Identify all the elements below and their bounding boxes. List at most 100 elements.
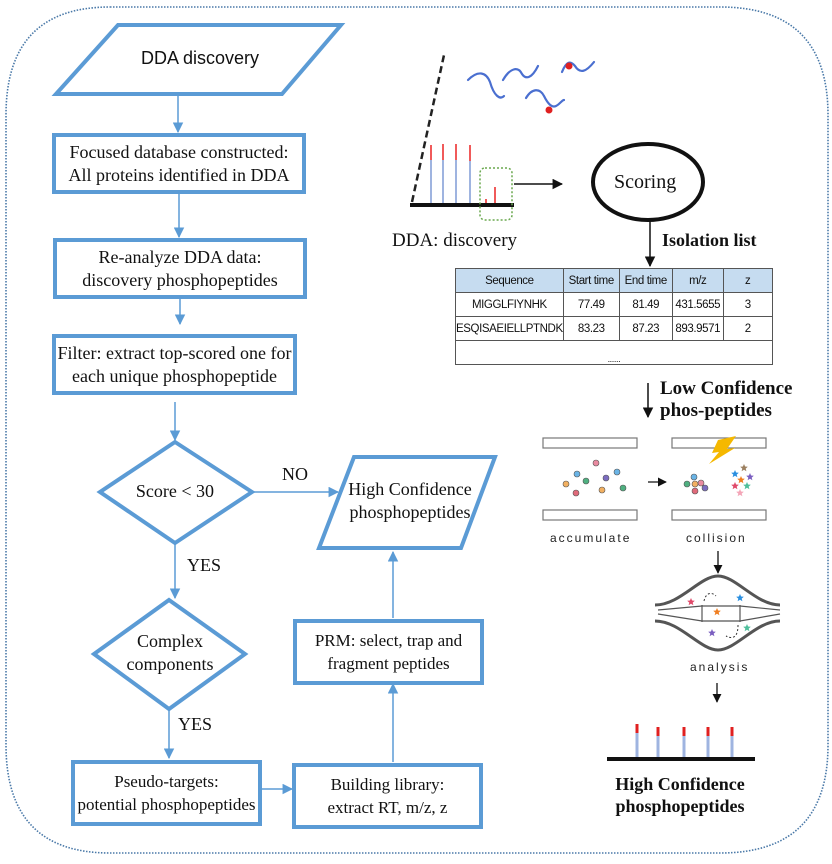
step-pseudo-line1: Pseudo-targets: <box>114 772 219 791</box>
trap-plate-bottom-accumulate <box>542 509 638 521</box>
low-confidence-line2: phos-peptides <box>660 400 772 421</box>
high-confidence-label: High Confidence phosphopeptides <box>340 478 480 524</box>
step-reanalyze-line1: Re-analyze DDA data: <box>98 246 262 267</box>
ion-particle <box>592 459 600 467</box>
high-confidence-parallelogram <box>316 455 498 550</box>
step-prm: PRM: select, trap and fragment peptides <box>293 619 484 685</box>
cell-ellipsis: ...... <box>455 340 773 365</box>
step-reanalyze-line2: discovery phosphopeptides <box>82 269 278 290</box>
trap-plate-bottom-collision <box>671 509 767 521</box>
cell-start-time: 83.23 <box>562 316 620 341</box>
ion-particle <box>573 470 581 478</box>
ion-particle <box>613 468 621 476</box>
fragment-star <box>687 598 695 606</box>
decision-score-label: Score < 30 <box>135 481 215 501</box>
high-confidence-line2: phosphopeptides <box>349 502 471 522</box>
step-filter-line1: Filter: extract top-scored one for <box>57 342 292 363</box>
col-sequence: Sequence <box>455 268 564 293</box>
phospho-site <box>545 106 553 114</box>
cell-start-time: 77.49 <box>562 292 620 317</box>
ion-particles <box>562 459 754 497</box>
cell-z: 2 <box>722 316 773 341</box>
dda-discovery-label: DDA: discovery <box>392 230 518 251</box>
step-filter-line2: each unique phosphopeptide <box>72 365 277 386</box>
step-reanalyze: Re-analyze DDA data: discovery phosphope… <box>53 238 307 299</box>
ion-particle <box>602 474 610 482</box>
collision-label: collision <box>686 531 747 545</box>
start-parallelogram <box>51 23 346 96</box>
yes-label-2: YES <box>178 714 213 734</box>
dda-spectrum-peaks <box>430 144 496 203</box>
step-prm-line2: fragment peptides <box>327 654 450 673</box>
step-focused-database-line1: Focused database constructed: <box>69 141 289 162</box>
table-header-row: Sequence Start time End time m/z z <box>455 268 773 293</box>
cell-sequence: ESQISAEIELLPTNDK <box>455 316 564 341</box>
col-z: z <box>722 268 773 293</box>
peptide-squiggles <box>466 60 596 108</box>
decision-complex-label: Complex components <box>110 630 230 676</box>
decision-complex-line2: components <box>126 654 214 674</box>
accumulate-label: accumulate <box>550 531 632 545</box>
ion-particle <box>619 484 627 492</box>
cell-mz: 893.9571 <box>671 316 724 341</box>
ion-particle <box>572 489 580 497</box>
table-row-ellipsis: ...... <box>455 340 773 365</box>
no-label: NO <box>282 464 308 484</box>
fragment-star <box>743 482 751 490</box>
fragment-star <box>746 473 754 481</box>
ion-particle <box>598 486 606 494</box>
ion-particle <box>701 484 709 492</box>
fragment-star <box>708 629 716 637</box>
analysis-label: analysis <box>690 660 750 674</box>
cell-mz: 431.5655 <box>671 292 724 317</box>
fragment-star <box>743 624 751 632</box>
ion-particle <box>691 480 699 488</box>
fragment-star <box>737 476 745 484</box>
yes-label-1: YES <box>187 555 222 575</box>
outer-frame <box>5 6 829 854</box>
low-confidence-label: Low Confidence phos-peptides <box>660 378 792 422</box>
col-start-time: Start time <box>562 268 620 293</box>
decision-complex-diamond <box>90 597 249 712</box>
selection-box <box>479 167 513 221</box>
cell-sequence: MIGGLFIYNHK <box>455 292 564 317</box>
cell-z: 3 <box>722 292 773 317</box>
scoring-ellipse <box>591 142 705 222</box>
decision-score-diamond <box>96 439 256 546</box>
step-library-line1: Building library: <box>330 775 445 794</box>
trap-plate-top-accumulate <box>542 437 638 449</box>
cell-end-time: 87.23 <box>618 316 673 341</box>
phospho-site <box>565 62 573 70</box>
step-pseudo-line2: potential phosphopeptides <box>77 795 256 814</box>
col-end-time: End time <box>618 268 673 293</box>
ms-dashed-axis <box>410 54 446 203</box>
ion-particle <box>691 487 699 495</box>
col-mz: m/z <box>671 268 724 293</box>
ion-particle <box>690 473 698 481</box>
fragment-star <box>731 482 739 490</box>
final-high-confidence-line2: phosphopeptides <box>615 796 745 816</box>
fragment-star <box>740 464 748 472</box>
step-prm-line1: PRM: select, trap and <box>314 631 463 650</box>
step-focused-database-line2: All proteins identified in DDA <box>68 164 290 185</box>
fragment-star <box>736 489 744 497</box>
final-high-confidence-line1: High Confidence <box>615 774 745 794</box>
step-building-library: Building library: extract RT, m/z, z <box>292 763 483 829</box>
final-spectrum-peaks <box>635 724 734 757</box>
step-pseudo-targets: Pseudo-targets: potential phosphopeptide… <box>71 760 262 826</box>
ion-particle <box>562 480 570 488</box>
table-row: MIGGLFIYNHK 77.49 81.49 431.5655 3 <box>455 292 773 317</box>
fragment-star <box>736 594 744 602</box>
table-row: ESQISAEIELLPTNDK 83.23 87.23 893.9571 2 <box>455 316 773 341</box>
isolation-list-table: Sequence Start time End time m/z z MIGGL… <box>455 268 773 365</box>
scoring-label: Scoring <box>614 171 677 193</box>
ion-particle <box>683 480 691 488</box>
fragment-star <box>731 470 739 478</box>
final-high-confidence-label: High Confidence phosphopeptides <box>600 773 760 817</box>
step-library-line2: extract RT, m/z, z <box>327 798 448 817</box>
orbitrap-fragments <box>687 594 751 637</box>
isolation-list-label: Isolation list <box>662 230 757 250</box>
ion-particle <box>697 479 705 487</box>
start-label: DDA discovery <box>140 48 260 68</box>
